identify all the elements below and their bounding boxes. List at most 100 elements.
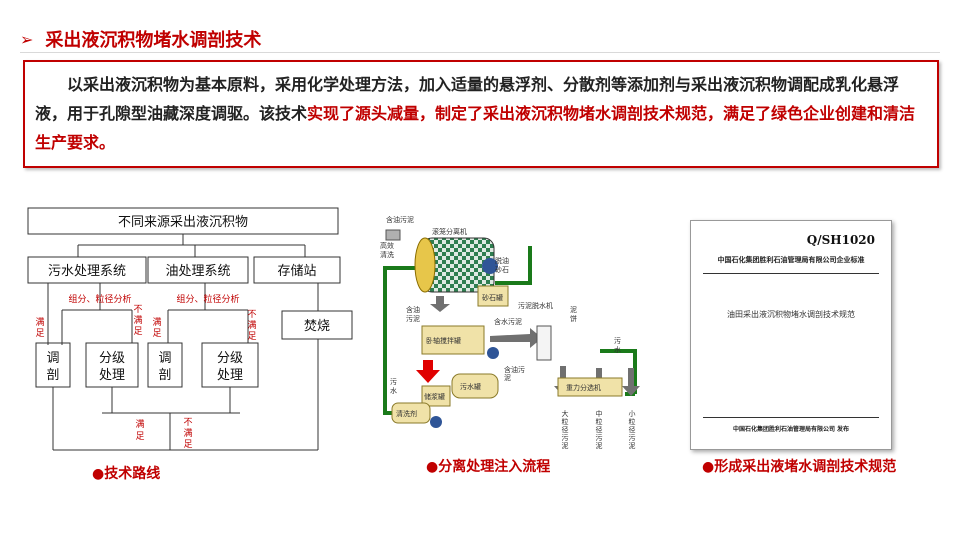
title-row: ➢ 采出液沉积物堵水调剖技术: [20, 26, 261, 52]
flow-small-1: 小: [629, 409, 636, 418]
route-satisfy-2a: 满: [152, 317, 161, 328]
bullet-icon: ●: [426, 459, 439, 475]
flow-large-2: 粒: [562, 417, 569, 426]
flow-oily-mud3-b: 泥: [504, 374, 511, 382]
flow-waste-tank: 污水罐: [460, 382, 481, 391]
standard-rule-bottom: [703, 417, 879, 418]
flow-small-4: 污: [629, 434, 636, 442]
separation-flow-diagram: 含油污泥 高效 清洗 滚笼分离机 脱油 砂石 砂石罐 含油 污泥 污泥脱水机 泥…: [380, 215, 640, 450]
route-bottom-satisfy-b: 足: [135, 431, 144, 442]
tech-route-diagram: 不同来源采出液沉积物 污水处理系统 油处理系统 存储站 焚烧 调 剖 分级 处理…: [27, 207, 353, 451]
standard-code: Q/SH1020: [806, 233, 875, 247]
flow-arrow-down-1: [430, 296, 450, 312]
flow-efficient-clean-2: 清洗: [380, 250, 394, 259]
cleaning-pump-shape: [430, 416, 442, 428]
standard-document: Q/SH1020 中国石化集团胜利石油管理局有限公司企业标准 油田采出液沉积物堵…: [690, 220, 892, 450]
page-title: 采出液沉积物堵水调剖技术: [45, 30, 262, 51]
route-notsatisfy-1c: 足: [133, 326, 142, 337]
oily-mud-hopper-shape: [385, 229, 401, 241]
flow-oily-mud3-a: 含油污: [504, 365, 525, 374]
route-grading2-top: 分级: [217, 351, 243, 366]
route-notsatisfy-1a: 不: [133, 304, 142, 315]
flow-mud-dewater: 污泥脱水机: [518, 301, 553, 310]
title-divider: [20, 52, 940, 53]
standard-caption: ●形成采出液堵水调剖技术规范: [702, 456, 896, 476]
drum-motor-shape: [482, 258, 498, 274]
route-tiaopou2-bottom: 剖: [158, 368, 171, 383]
flow-oily-mud: 含油污泥: [386, 215, 414, 224]
flow-drum-separator: 滚笼分离机: [432, 227, 467, 236]
route-burn-label: 焚烧: [304, 319, 330, 334]
flow-deoil-2: 砂石: [495, 265, 509, 274]
flow-sand-tank: 砂石罐: [482, 293, 503, 302]
route-grading2-bottom: 处理: [217, 368, 243, 383]
flow-medium-1: 中: [596, 409, 603, 418]
flow-water-mud: 含水污泥: [494, 317, 522, 326]
route-top-label: 不同来源采出液沉积物: [118, 215, 248, 230]
flow-large-4: 污: [562, 434, 569, 442]
flow-horizontal-mixer: 卧轴搅拌罐: [426, 336, 461, 345]
flow-slurry-tank: 储浆罐: [424, 392, 445, 401]
flow-wastewater2-b: 水: [390, 386, 397, 395]
flow-oily-mud2-a: 含油: [406, 305, 420, 314]
standard-org: 中国石化集团胜利石油管理局有限公司企业标准: [717, 256, 865, 264]
slurry-tank-shape: [421, 385, 451, 407]
route-tiaopou2-box: [147, 342, 183, 388]
route-satisfy-1b: 足: [35, 328, 44, 339]
standard-rule-top: [703, 273, 879, 274]
route-bottom-satisfy-a: 满: [135, 419, 144, 430]
flow-small-5: 泥: [629, 442, 636, 450]
flow-gravity-separator: 重力分选机: [566, 383, 601, 392]
flow-arrow-red: [416, 360, 440, 383]
route-caption-text: 技术路线: [104, 466, 161, 482]
route-sys1-box: [27, 256, 147, 284]
flow-wastewater-a: 污: [614, 337, 621, 345]
flow-mud-cake-2: 饼: [570, 314, 577, 323]
gravity-separator-shape: [557, 377, 623, 397]
flow-small-2: 粒: [629, 417, 636, 426]
route-analysis2: 组分、粒径分析: [176, 293, 239, 305]
flow-medium-5: 泥: [596, 442, 603, 450]
route-sys1-label: 污水处理系统: [48, 264, 126, 279]
bullet-icon: ●: [92, 466, 105, 482]
route-grading1-bottom: 处理: [99, 368, 125, 383]
flow-wastewater-return: [600, 349, 637, 394]
standard-caption-text: 形成采出液堵水调剖技术规范: [714, 459, 897, 475]
title-arrow-icon: ➢: [20, 29, 34, 49]
flow-oily-mud2-b: 污泥: [406, 315, 420, 323]
route-sys2-box: [147, 256, 249, 284]
standard-issuer: 中国石化集团胜利石油管理局有限公司 发布: [732, 426, 850, 433]
flow-arrow-right-1: [490, 328, 542, 348]
drum-end-shape: [414, 237, 436, 293]
route-bottom-notsatisfy-a: 不: [183, 417, 192, 428]
summary-box: 以采出液沉积物为基本原料，采用化学处理方法，加入适量的悬浮剂、分散剂等添加剂与采…: [23, 60, 939, 168]
flow-medium-4: 污: [596, 434, 603, 442]
sand-tank-shape: [477, 285, 509, 307]
route-satisfy-2b: 足: [152, 328, 161, 339]
route-caption: ●技术路线: [92, 463, 160, 483]
route-tiaopou1-bottom: 剖: [46, 368, 59, 383]
mixer-pump-shape: [487, 347, 499, 359]
flow-mud-cake-1: 泥: [570, 306, 577, 314]
route-notsatisfy-2b: 满: [247, 320, 256, 331]
flow-caption-text: 分离处理注入流程: [438, 459, 551, 475]
route-grading1-top: 分级: [99, 351, 125, 366]
flow-efficient-clean-1: 高效: [380, 241, 394, 250]
flow-small-3: 径: [629, 425, 636, 434]
route-analysis1: 组分、粒径分析: [68, 293, 131, 305]
horizontal-mixer-shape: [421, 325, 485, 355]
standard-name: 油田采出液沉积物堵水调剖技术规范: [727, 310, 855, 319]
cleaning-agent-tank-shape: [391, 402, 431, 424]
flow-wastewater-b: 水: [614, 345, 621, 354]
flow-large-3: 径: [562, 425, 569, 434]
summary-highlight: 实现了源头减量，制定了采出液沉积物堵水调剖技术规范，满足了绿色企业创建和清洁生产…: [35, 104, 916, 152]
route-sys3-label: 存储站: [277, 264, 316, 279]
flow-deoil-1: 脱油: [495, 256, 509, 265]
waste-tank-shape: [451, 373, 499, 399]
bullet-icon: ●: [702, 459, 715, 475]
flow-large-1: 大: [562, 409, 569, 418]
flow-medium-2: 粒: [596, 417, 603, 426]
route-notsatisfy-2a: 不: [247, 309, 256, 320]
route-notsatisfy-1b: 满: [133, 315, 142, 326]
flow-drum-return: [495, 246, 532, 285]
